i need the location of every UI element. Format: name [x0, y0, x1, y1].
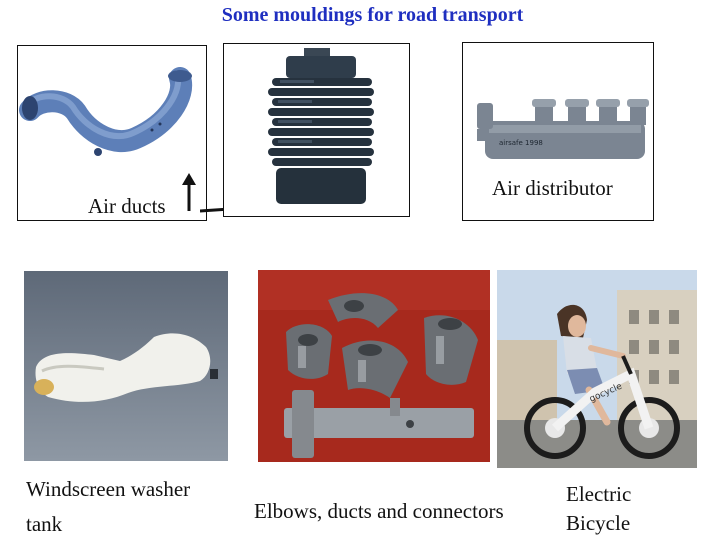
bicycle-label-line2: Bicycle [566, 511, 631, 535]
arrow-up-icon [182, 173, 196, 211]
air-distributor-label: Air distributor [492, 176, 613, 200]
distributor-stamp: airsafe 1998 [499, 139, 543, 147]
bicycle-label-line1: Electric [566, 482, 632, 506]
bicycle-photo: gocycle [497, 270, 697, 468]
page-title: Some mouldings for road transport [221, 4, 524, 26]
bellows-panel [223, 43, 410, 217]
elbows-image [258, 270, 490, 462]
bicycle-image: gocycle [497, 270, 697, 468]
elbows-photo [258, 270, 490, 462]
elbows-label: Elbows, ducts and connectors [254, 499, 504, 523]
washer-tank-label-line1: Windscreen washer [26, 477, 191, 501]
air-ducts-panel: Air ducts [17, 45, 207, 221]
air-distributor-image: airsafe 1998 [477, 99, 649, 159]
washer-tank-photo [24, 271, 228, 461]
bellows-image [268, 48, 374, 204]
air-ducts-label: Air ducts [88, 194, 166, 218]
air-duct-image [19, 67, 193, 156]
washer-tank-image [24, 271, 228, 461]
washer-tank-label-line2: tank [26, 512, 63, 536]
air-distributor-panel: airsafe 1998 Air distributor [462, 42, 654, 221]
